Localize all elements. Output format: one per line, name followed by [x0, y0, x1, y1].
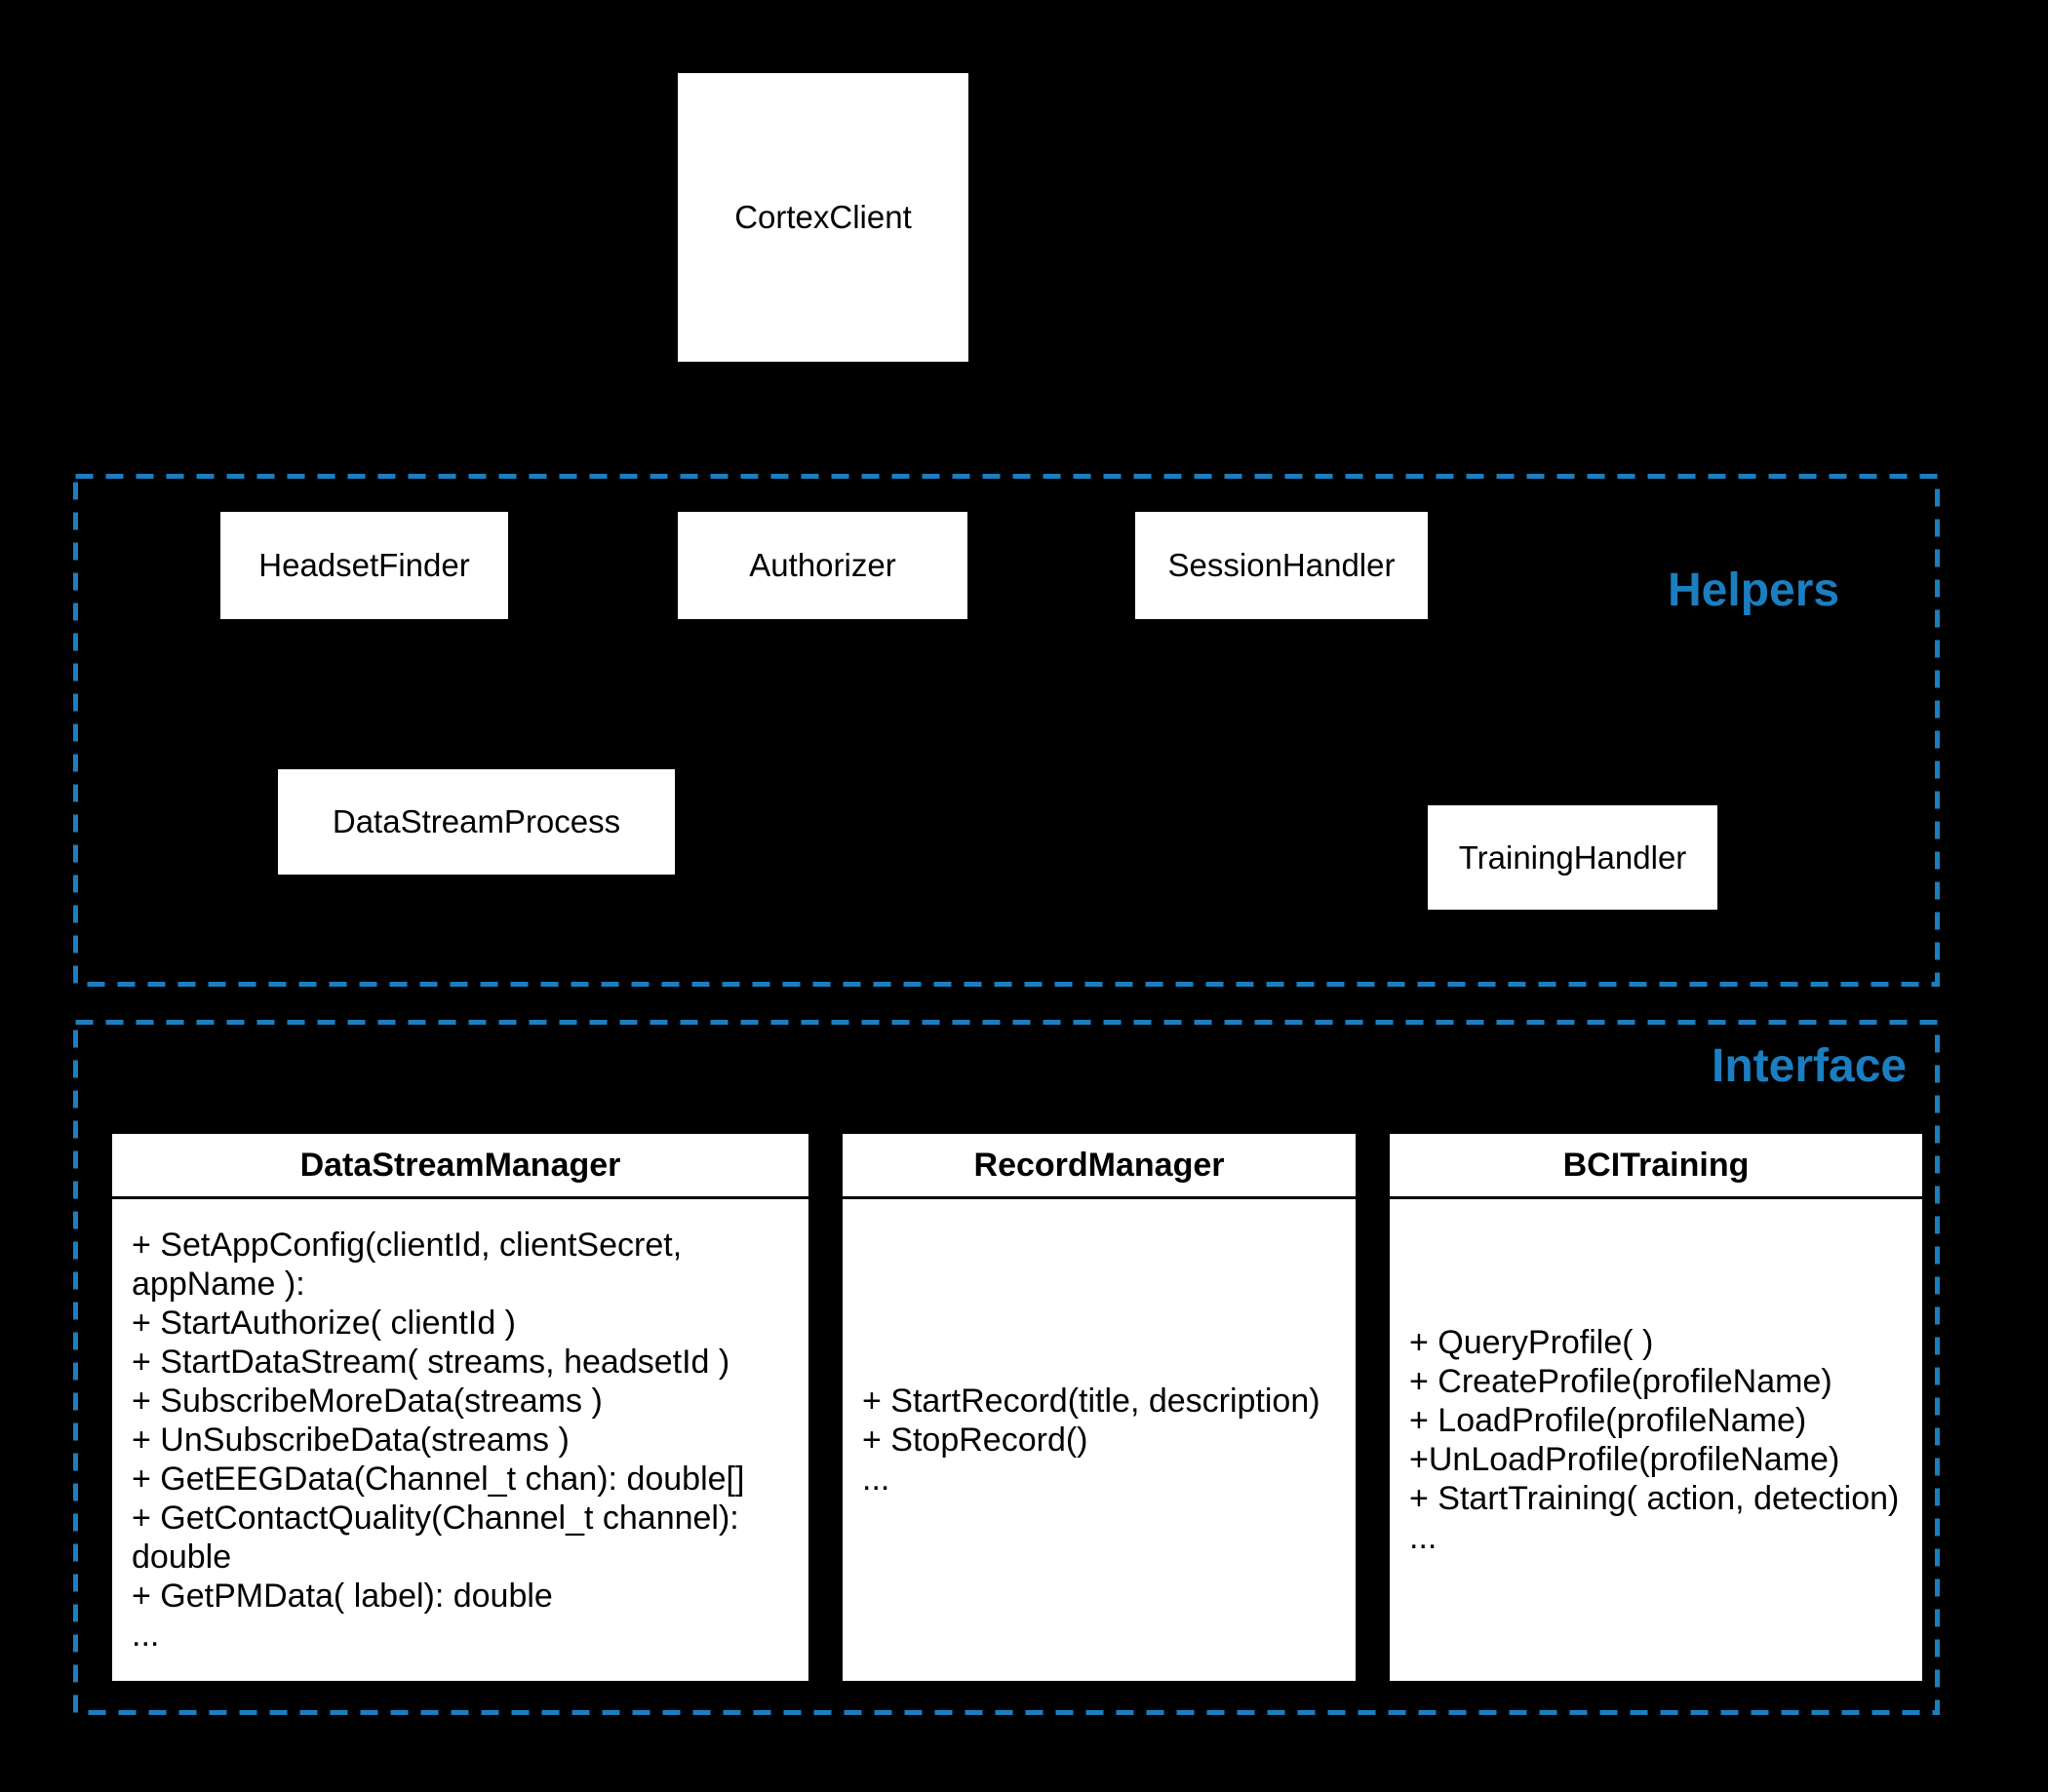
method-line: ... [1409, 1519, 1438, 1556]
class-node-cortexclient: CortexClient [678, 73, 968, 362]
datastreammanager-method-list: + SetAppConfig(clientId, clientSecret, a… [112, 1199, 808, 1681]
recordmanager-method-list: + StartRecord(title, description) + Stop… [843, 1199, 1356, 1681]
class-node-traininghandler: TrainingHandler [1428, 805, 1717, 910]
class-box-recordmanager: RecordManager + StartRecord(title, descr… [843, 1134, 1356, 1681]
class-box-datastreammanager: DataStreamManager + SetAppConfig(clientI… [112, 1134, 808, 1681]
method-line: + UnSubscribeData(streams ) [132, 1422, 570, 1459]
method-line: + GetEEGData(Channel_t chan): double[] [132, 1461, 745, 1498]
authorizer-label: Authorizer [749, 547, 896, 583]
datastreammanager-title: DataStreamManager [112, 1134, 808, 1199]
method-line: + StartRecord(title, description) [862, 1383, 1320, 1420]
method-line: + LoadProfile(profileName) [1409, 1402, 1807, 1439]
helpers-group-label: Helpers [1668, 565, 1840, 616]
method-line: + GetPMData( label): double [132, 1578, 553, 1615]
method-line: + QueryProfile( ) [1409, 1324, 1654, 1361]
method-line: +UnLoadProfile(profileName) [1409, 1441, 1840, 1478]
class-box-bcitraining: BCITraining + QueryProfile( ) + CreatePr… [1390, 1134, 1922, 1681]
traininghandler-label: TrainingHandler [1458, 838, 1687, 876]
method-line: + SetAppConfig(clientId, clientSecret, a… [132, 1227, 683, 1303]
helpers-group-border [73, 474, 1940, 987]
class-node-headsetfinder: HeadsetFinder [220, 512, 508, 619]
interface-group-border [73, 1020, 1940, 1715]
method-line: + GetContactQuality(Channel_t channel): … [132, 1500, 739, 1576]
interface-group-label: Interface [1712, 1040, 1908, 1092]
class-node-authorizer: Authorizer [678, 512, 967, 619]
method-line: + StartAuthorize( clientId ) [132, 1305, 517, 1342]
cortexclient-label: CortexClient [734, 199, 912, 235]
method-line: + SubscribeMoreData(streams ) [132, 1383, 603, 1420]
headsetfinder-label: HeadsetFinder [258, 547, 470, 583]
method-line: + CreateProfile(profileName) [1409, 1363, 1832, 1400]
method-line: + StartTraining( action, detection) [1409, 1480, 1900, 1517]
datastreamprocess-label: DataStreamProcess [332, 803, 621, 839]
class-node-datastreamprocess: DataStreamProcess [278, 769, 675, 875]
method-line: ... [132, 1617, 160, 1654]
sessionhandler-label: SessionHandler [1167, 547, 1396, 583]
bcitraining-method-list: + QueryProfile( ) + CreateProfile(profil… [1390, 1199, 1922, 1681]
recordmanager-title: RecordManager [843, 1134, 1356, 1199]
bcitraining-title: BCITraining [1390, 1134, 1922, 1199]
method-line: + StartDataStream( streams, headsetId ) [132, 1344, 730, 1381]
method-line: + StopRecord() [862, 1422, 1088, 1459]
class-node-sessionhandler: SessionHandler [1135, 512, 1428, 619]
method-line: ... [862, 1461, 890, 1498]
